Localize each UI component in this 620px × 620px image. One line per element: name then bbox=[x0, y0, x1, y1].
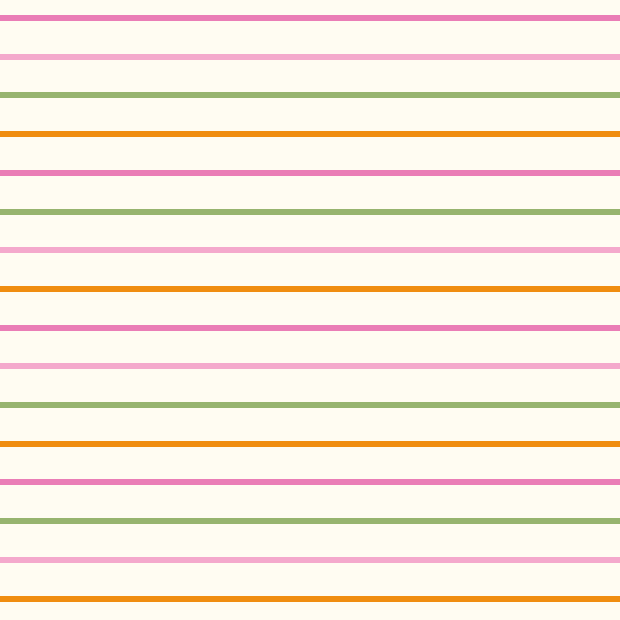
stripe-13 bbox=[0, 479, 620, 485]
stripe-4 bbox=[0, 131, 620, 137]
stripe-7 bbox=[0, 247, 620, 253]
stripe-8 bbox=[0, 286, 620, 292]
stripe-1 bbox=[0, 15, 620, 21]
stripe-10 bbox=[0, 363, 620, 369]
stripe-2 bbox=[0, 54, 620, 60]
stripe-9 bbox=[0, 325, 620, 331]
stripe-6 bbox=[0, 209, 620, 215]
stripe-14 bbox=[0, 518, 620, 524]
stripe-11 bbox=[0, 402, 620, 408]
stripe-3 bbox=[0, 92, 620, 98]
stripe-15 bbox=[0, 557, 620, 563]
stripe-5 bbox=[0, 170, 620, 176]
stripe-16 bbox=[0, 596, 620, 602]
stripe-12 bbox=[0, 441, 620, 447]
